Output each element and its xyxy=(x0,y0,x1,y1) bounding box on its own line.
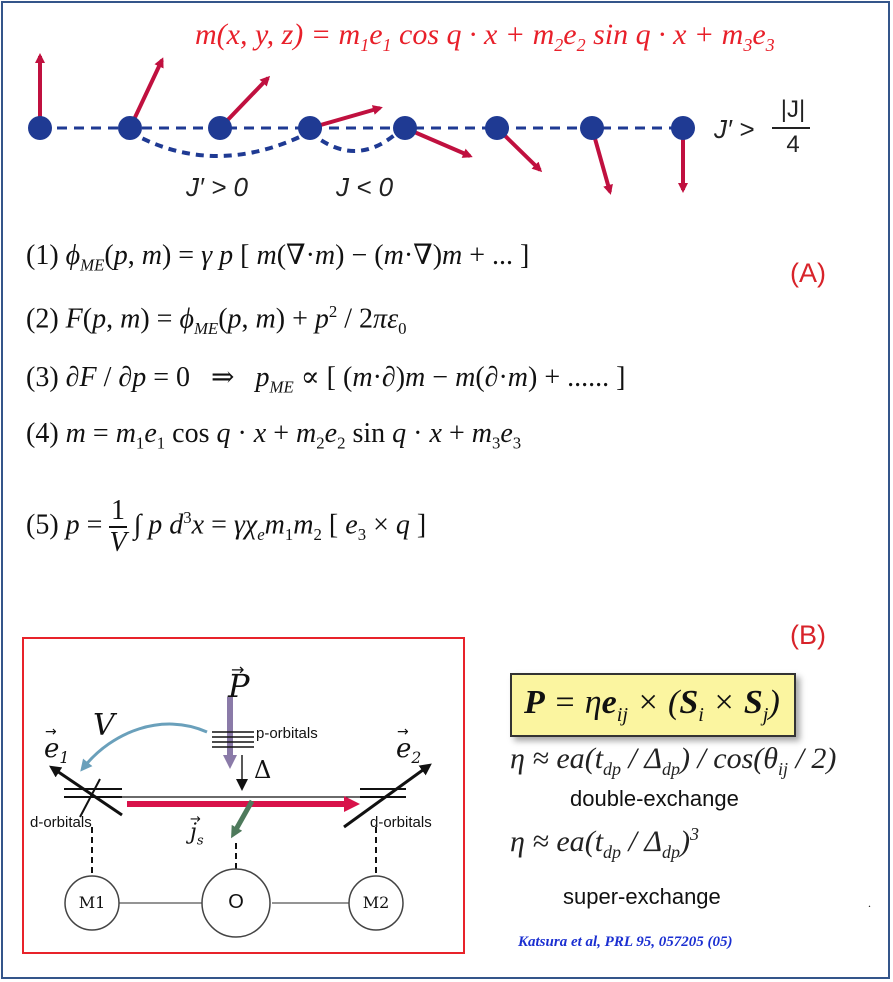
e2-label: e2 xyxy=(396,734,422,768)
atom-o-label: O xyxy=(228,891,244,913)
d-orbitals-right-label: d-orbitals xyxy=(370,814,432,831)
eta-super-exchange-formula: η ≈ ea(tdp / Δdp)3 xyxy=(510,824,699,862)
atom-m2 xyxy=(348,875,404,931)
delta-label: Δ xyxy=(254,756,272,784)
d-orbitals-left-symbol xyxy=(64,778,122,818)
equation-2: (2) F(p, m) = ϕME(p, m) + p2 / 2πε0 xyxy=(26,302,407,338)
super-exchange-label: super-exchange xyxy=(563,884,721,909)
spin-site-7 xyxy=(580,116,604,140)
e1-label: e1 xyxy=(44,734,70,768)
spin-site-2 xyxy=(118,116,142,140)
equation-1: (1) ϕME(p, m) = γ p [ m(∇·m) − (m·∇)m + … xyxy=(26,240,530,275)
equation-3: (3) ∂F / ∂p = 0 ⇒ pME ∝ [ (m·∂)m − m(∂·m… xyxy=(26,362,626,397)
hopping-v-label: V xyxy=(93,708,115,743)
citation: Katsura et al, PRL 95, 057205 (05) xyxy=(518,934,733,950)
spin-current-label: js xyxy=(190,820,204,849)
spin-site-6 xyxy=(485,116,509,140)
p-vector-hat: → xyxy=(231,660,245,679)
e2-arrow xyxy=(343,763,432,829)
p-orbitals-label: p-orbitals xyxy=(256,725,318,742)
spin-arrow-2 xyxy=(128,57,164,129)
spin-site-1 xyxy=(28,116,52,140)
jprime-bond xyxy=(129,130,311,158)
e1-arrow xyxy=(49,765,123,817)
orbital-diagram-box xyxy=(22,637,465,954)
section-label-a: (A) xyxy=(790,258,826,288)
spin-current-arrow xyxy=(231,799,255,839)
atom-o xyxy=(201,868,271,938)
equation-4: (4) m = m1e1 cos q · x + m2e2 sin q · x … xyxy=(26,418,522,453)
jprime-condition-denominator: 4 xyxy=(786,131,800,158)
spin-site-4 xyxy=(298,116,322,140)
e2-hat: → xyxy=(397,724,409,740)
p-vector-label: P xyxy=(228,667,250,705)
hopping-v-arrow xyxy=(80,722,208,772)
e1-hat: → xyxy=(45,724,57,740)
spin-site-5 xyxy=(393,116,417,140)
stray-dot: . xyxy=(868,896,871,910)
jprime-condition-label: J′ > xyxy=(714,114,755,144)
jprime-condition-numerator: |J| xyxy=(780,96,806,123)
spin-site-3 xyxy=(208,116,232,140)
orbital-diagram xyxy=(49,697,432,938)
atom-m1-label: M1 xyxy=(78,893,106,912)
spin-arrow-4 xyxy=(309,105,383,130)
polarization-formula-box: P = ηeij × (Si × Sj) xyxy=(510,673,796,737)
polarization-formula: P = ηeij × (Si × Sj) xyxy=(524,684,780,726)
eta-double-exchange-formula: η ≈ ea(tdp / Δdp) / cos(θij / 2) xyxy=(510,742,837,779)
spiral-equation: m(x, y, z) = m1e1 cos q · x + m2e2 sin q… xyxy=(195,18,775,55)
j-negative-label: J < 0 xyxy=(336,172,394,202)
fraction-bar xyxy=(772,127,810,129)
double-exchange-label: double-exchange xyxy=(570,786,739,811)
jprime-positive-label: J′ > 0 xyxy=(186,172,248,202)
p-orbital-levels xyxy=(212,731,254,748)
d-orbitals-right-symbol xyxy=(360,788,406,798)
atom-m2-label: M2 xyxy=(362,893,390,912)
j-bond xyxy=(308,130,400,153)
section-label-b: (B) xyxy=(790,620,826,650)
atom-m1 xyxy=(64,875,120,931)
js-hat: → xyxy=(190,812,201,827)
d-orbitals-left-label: d-orbitals xyxy=(30,814,92,831)
spin-site-8 xyxy=(671,116,695,140)
spin-chain-diagram xyxy=(28,53,695,195)
